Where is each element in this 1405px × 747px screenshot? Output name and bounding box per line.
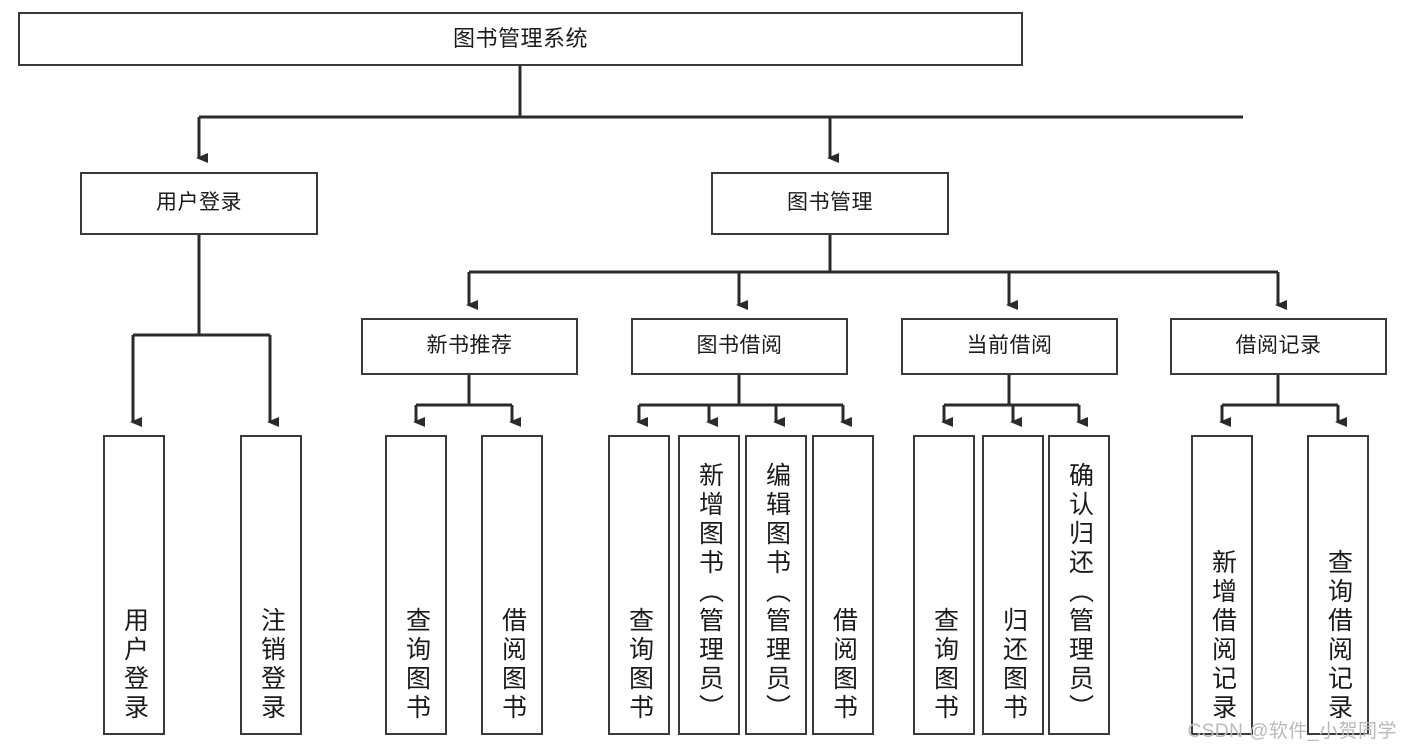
node-label: 查询图书 (625, 607, 654, 723)
node-user-login[interactable]: 用户登录 (80, 172, 318, 235)
node-label: 新增图书（管理员） (695, 462, 724, 723)
leaf-current-borrow-return[interactable]: 归还图书 (982, 435, 1044, 735)
node-label: 当前借阅 (966, 334, 1053, 358)
node-new-book-recommend[interactable]: 新书推荐 (361, 318, 578, 375)
node-label: 借阅图书 (498, 607, 527, 723)
leaf-current-borrow-query[interactable]: 查询图书 (913, 435, 975, 735)
node-label: 图书管理 (787, 191, 873, 215)
leaf-book-borrow-borrow[interactable]: 借阅图书 (812, 435, 874, 735)
node-label: 新增借阅记录 (1208, 549, 1237, 723)
leaf-user-login-logout[interactable]: 注销登录 (240, 435, 302, 735)
node-label: 借阅图书 (829, 607, 858, 723)
node-label: 确认归还（管理员） (1065, 462, 1094, 723)
node-book-management[interactable]: 图书管理 (711, 172, 949, 235)
watermark: CSDN @软件_小贺同学 (1187, 721, 1397, 742)
node-label: 编辑图书（管理员） (762, 462, 791, 723)
leaf-new-book-query[interactable]: 查询图书 (385, 435, 447, 735)
leaf-user-login-login[interactable]: 用户登录 (103, 435, 165, 735)
leaf-current-borrow-confirm-return[interactable]: 确认归还（管理员） (1048, 435, 1110, 735)
leaf-book-borrow-add[interactable]: 新增图书（管理员） (678, 435, 740, 735)
node-label: 借阅记录 (1235, 334, 1322, 358)
node-book-borrow[interactable]: 图书借阅 (631, 318, 848, 375)
node-borrow-record[interactable]: 借阅记录 (1170, 318, 1387, 375)
node-label: 注销登录 (257, 607, 286, 723)
node-root-system[interactable]: 图书管理系统 (18, 12, 1023, 66)
node-current-borrow[interactable]: 当前借阅 (901, 318, 1118, 375)
node-label: 图书管理系统 (452, 26, 588, 52)
node-label: 归还图书 (999, 607, 1028, 723)
node-label: 查询图书 (930, 607, 959, 723)
leaf-new-book-borrow[interactable]: 借阅图书 (481, 435, 543, 735)
node-label: 新书推荐 (426, 334, 513, 358)
leaf-borrow-record-query[interactable]: 查询借阅记录 (1307, 435, 1369, 735)
leaf-borrow-record-add[interactable]: 新增借阅记录 (1191, 435, 1253, 735)
node-label: 用户登录 (120, 607, 149, 723)
node-label: 图书借阅 (696, 334, 783, 358)
leaf-book-borrow-edit[interactable]: 编辑图书（管理员） (745, 435, 807, 735)
leaf-book-borrow-query[interactable]: 查询图书 (608, 435, 670, 735)
node-label: 查询图书 (402, 607, 431, 723)
node-label: 用户登录 (156, 191, 242, 215)
node-label: 查询借阅记录 (1324, 549, 1353, 723)
